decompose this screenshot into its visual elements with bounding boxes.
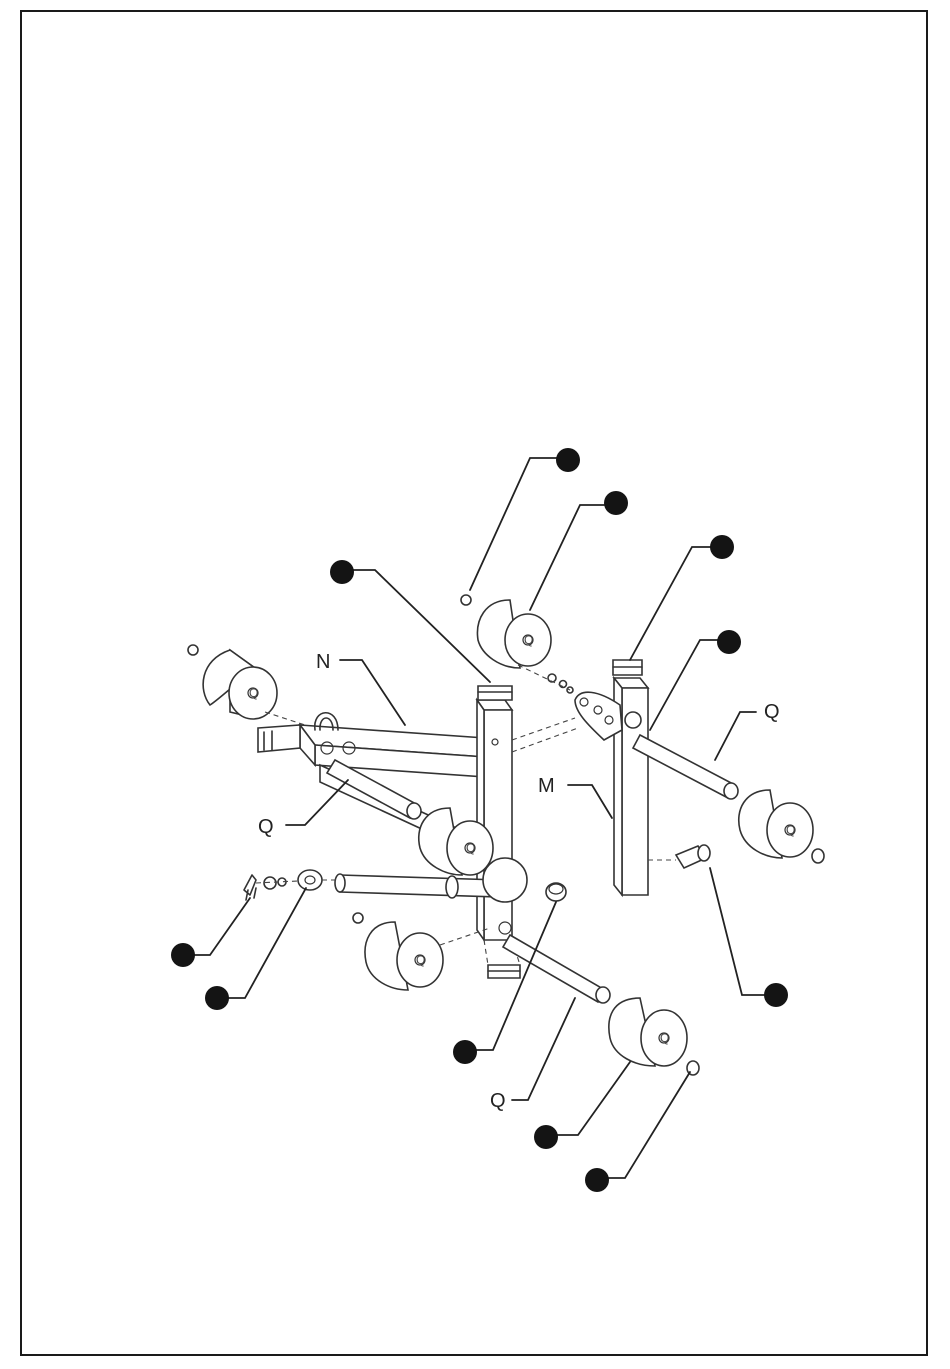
pin-hardware [244, 870, 340, 900]
foam-pad-top-left: Q [188, 645, 305, 725]
foam-pad-right: Q [739, 790, 824, 863]
callout-marker [171, 943, 195, 967]
callout-marker [534, 1125, 558, 1149]
pad-mark: Q [416, 953, 425, 967]
callout-marker [585, 1168, 609, 1192]
pad-mark: Q [524, 633, 533, 647]
pad-mark: Q [660, 1031, 669, 1045]
callout-marker [453, 1040, 477, 1064]
pad-mark: Q [249, 686, 258, 700]
label-q-right: Q [764, 701, 780, 723]
foam-pad-bottom-left: Q [353, 913, 490, 990]
label-q-left: Q [258, 816, 274, 838]
frame-n-crossbar [258, 713, 500, 778]
label-m: M [538, 775, 555, 797]
callout-marker [710, 535, 734, 559]
label-q-bottom: Q [490, 1090, 506, 1112]
callout-marker [604, 491, 628, 515]
foam-pad-bottom-right: Q [609, 998, 699, 1075]
callout-marker [205, 986, 229, 1010]
pad-mark: Q [786, 823, 795, 837]
frame-m-upright [575, 660, 738, 895]
callout-marker [330, 560, 354, 584]
callout-marker [717, 630, 741, 654]
callout-marker [764, 983, 788, 1007]
label-n: N [316, 651, 330, 673]
callout-marker [556, 448, 580, 472]
pad-mark: Q [466, 841, 475, 855]
